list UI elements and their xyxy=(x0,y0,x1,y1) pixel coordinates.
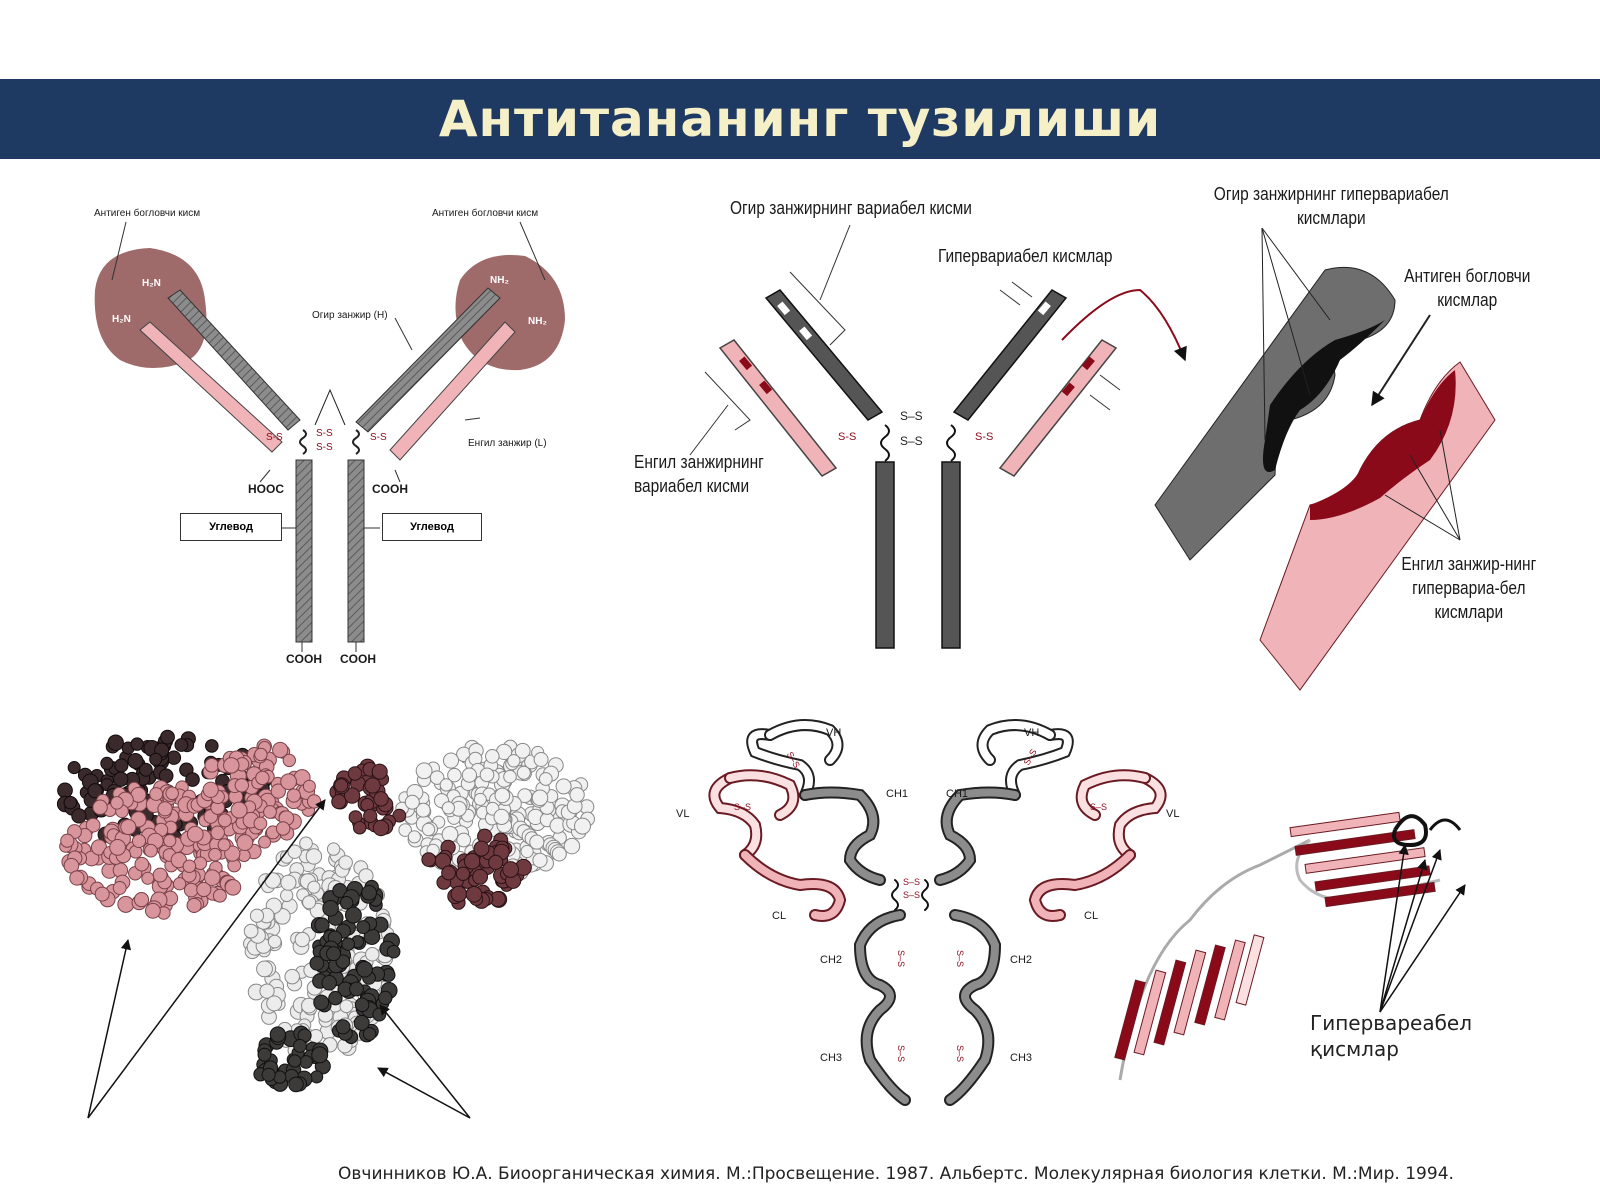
label-cooh-bottom-left: COOH xyxy=(286,652,322,666)
panel-space-filling-model xyxy=(56,729,595,1119)
label-ch3-left: CH3 xyxy=(820,1052,843,1064)
label-ss-2: S-S xyxy=(316,442,333,453)
label-cl-right: CL xyxy=(1084,910,1099,922)
svg-text:S–S: S–S xyxy=(900,409,923,423)
label-hooc: HOOC xyxy=(248,482,284,496)
svg-text:S–S: S–S xyxy=(903,877,920,887)
label-vl-right: VL xyxy=(1166,808,1180,820)
panel-ribbon-model xyxy=(1114,811,1466,1081)
hyper-band-1 xyxy=(777,301,791,316)
zoom-arrow xyxy=(1061,288,1187,362)
heavy-chain-left-arm xyxy=(167,289,301,431)
label-ch1-right: CH1 xyxy=(946,788,969,800)
antigen-binding-blob-right xyxy=(455,255,565,371)
heavy-hypervariable-dark xyxy=(1262,320,1385,472)
label-cl-left: CL xyxy=(772,910,787,922)
label-ch1-left: CH1 xyxy=(886,788,909,800)
heavy-chain-left-p2 xyxy=(764,289,884,421)
hyper-band-4 xyxy=(759,380,773,395)
svg-text:S–S: S–S xyxy=(955,1045,965,1062)
label-ss-1: S-S xyxy=(316,428,333,439)
light-chain-right-p2 xyxy=(998,339,1118,477)
hyper-band-3 xyxy=(739,356,753,371)
title-bar: Антитананинг тузилиши xyxy=(0,79,1600,159)
slide-title: Антитананинг тузилиши xyxy=(438,90,1162,148)
label-vh-left: VH xyxy=(826,727,842,739)
label-h2n-b: H₂N xyxy=(112,314,131,325)
panel-antigen-binding-zoom xyxy=(1154,227,1496,691)
light-chain-right-arm xyxy=(389,321,516,461)
svg-text:S-S: S-S xyxy=(975,431,993,443)
svg-text:S–S: S–S xyxy=(896,1045,906,1062)
label-antigen-binding-right: Антиген богловчи кисм xyxy=(432,208,539,219)
label-nh2-c: NH₂ xyxy=(490,275,509,286)
beta-strands-lower xyxy=(1114,934,1265,1061)
svg-text:S–S: S–S xyxy=(734,802,751,812)
svg-text:S–S: S–S xyxy=(900,434,923,448)
label-cooh-right: COOH xyxy=(372,482,408,496)
label-antigen-binding-parts: Антиген богловчи кисмлар xyxy=(1404,266,1531,310)
svg-text:S–S: S–S xyxy=(955,950,965,967)
label-vh-right: VH xyxy=(1024,727,1040,739)
label-light-chain: Енгил занжир (L) xyxy=(468,438,547,449)
bracket-heavy-variable xyxy=(789,271,846,346)
hinge-left xyxy=(299,429,307,455)
panel-antibody-schematic xyxy=(94,221,565,652)
svg-text:S–S: S–S xyxy=(1090,802,1107,812)
panel-variable-regions: S–S S–S S-S S-S xyxy=(689,224,1187,649)
label-vl-left: VL xyxy=(676,808,690,820)
label-hypervariable-ribbon: Гипервареабел қисмлар xyxy=(1310,1011,1472,1061)
heavy-chain-right-arm xyxy=(355,287,501,433)
label-cooh-bottom-right: COOH xyxy=(340,652,376,666)
label-heavy-hypervariable: Огир занжирнинг гипервариабел кисмлари xyxy=(1213,184,1449,228)
label-ch3-right: CH3 xyxy=(1010,1052,1033,1064)
box-carbohydrate-left: Углевод xyxy=(180,513,282,541)
label-ss-4: S-S xyxy=(370,432,387,443)
hinge-right xyxy=(352,429,360,455)
panel-domain-structure: S–S S–S S–S S–S S–S S–S S–S S–S S–S S–S xyxy=(708,719,1167,1106)
svg-text:S-S: S-S xyxy=(838,431,856,443)
light-chain-left-arm xyxy=(139,321,283,453)
hyper-band-2 xyxy=(799,326,813,341)
sphere-cluster-maroon xyxy=(329,758,532,910)
box-carbohydrate-right: Углевод xyxy=(382,513,482,541)
heavy-chain-stem-right xyxy=(347,459,365,643)
svg-text:S–S: S–S xyxy=(903,890,920,900)
label-heavy-chain: Огир занжир (Н) xyxy=(312,310,388,321)
hyper-band-7 xyxy=(1061,382,1075,397)
citation: Овчинников Ю.А. Биоорганическая химия. М… xyxy=(338,1164,1454,1184)
heavy-chain-right-p2 xyxy=(952,289,1068,421)
light-chain-left-p2 xyxy=(718,339,838,477)
label-light-variable: Енгил занжирнинг вариабел кисми xyxy=(634,452,764,496)
label-ch2-left: CH2 xyxy=(820,954,843,966)
hyper-band-5 xyxy=(1037,301,1051,316)
heavy-stem-right-p2 xyxy=(941,461,961,649)
fab-apex-line xyxy=(314,388,346,426)
hyper-band-6 xyxy=(1081,356,1095,371)
antigen-binding-blob-left xyxy=(94,248,207,369)
label-ch2-right: CH2 xyxy=(1010,954,1033,966)
label-nh2-d: NH₂ xyxy=(528,316,547,327)
sphere-cluster-dark-center xyxy=(253,879,401,1093)
sphere-cluster-pink-left xyxy=(59,738,322,920)
light-hypervariable-dark xyxy=(1310,370,1456,520)
bracket-light-variable xyxy=(704,371,751,431)
label-heavy-variable: Огир занжирнинг вариабел кисми xyxy=(730,198,972,218)
label-antigen-binding-left: Антиген богловчи кисм xyxy=(94,208,201,219)
label-ss-3: S-S xyxy=(266,432,283,443)
svg-text:S–S: S–S xyxy=(896,950,906,967)
heavy-chain-stem-left xyxy=(295,459,313,643)
heavy-stem-left-p2 xyxy=(875,461,895,649)
label-hypervariable: Гипервариабел кисмлар xyxy=(938,246,1113,266)
label-h2n-a: H₂N xyxy=(142,278,161,289)
label-light-hypervariable: Енгил занжир-нинг гипервариа-бел кисмлар… xyxy=(1401,554,1537,622)
